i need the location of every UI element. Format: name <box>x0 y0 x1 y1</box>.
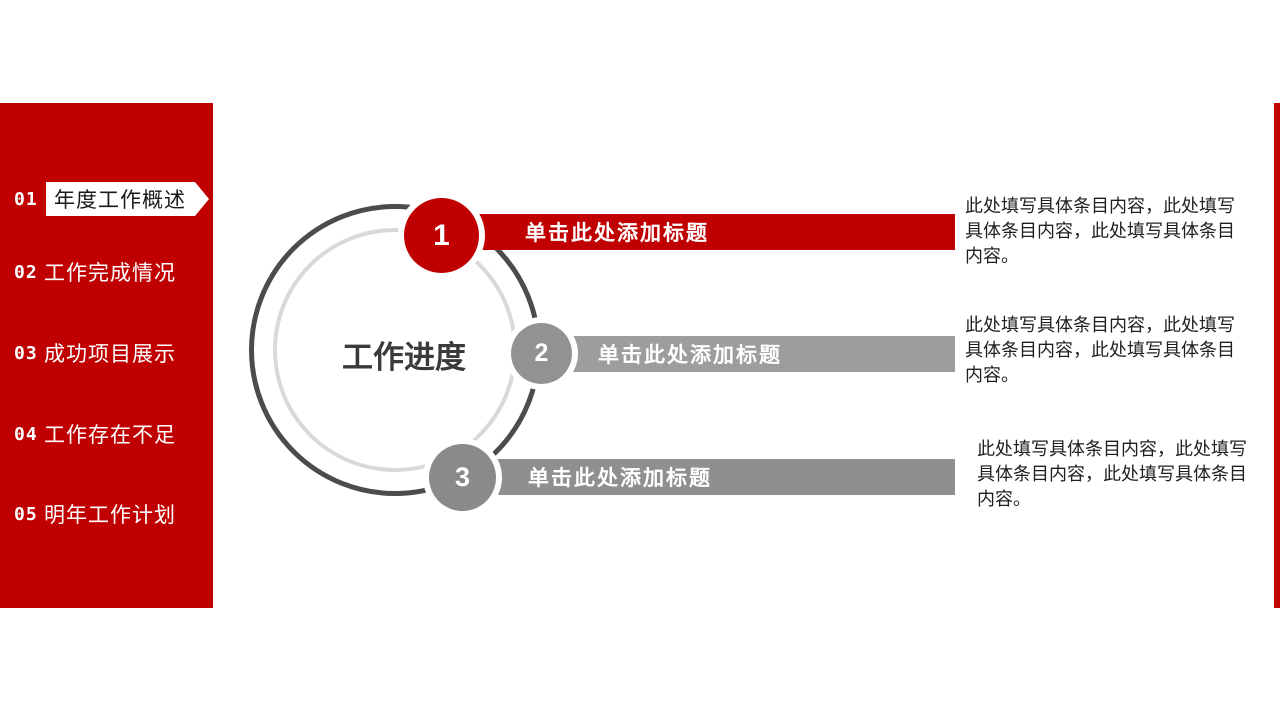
sidebar-item-label: 工作存在不足 <box>44 424 176 447</box>
step1-number: 1 <box>433 218 450 252</box>
sidebar-item-label: 成功项目展示 <box>44 343 176 366</box>
diagram-center-title: 工作进度 <box>342 340 466 375</box>
sidebar-item-number: 02 <box>14 261 38 283</box>
sidebar-item-number: 01 <box>14 188 38 210</box>
sidebar-item-shortcomings[interactable]: 04 工作存在不足 <box>0 414 213 454</box>
sidebar-item-number: 05 <box>14 503 38 525</box>
step1-number-circle: 1 <box>404 198 479 273</box>
sidebar-item-annual-overview[interactable]: 01 年度工作概述 <box>0 179 213 219</box>
sidebar-item-number: 04 <box>14 423 38 445</box>
step1-title: 单击此处添加标题 <box>525 222 709 245</box>
agenda-sidebar: 01 年度工作概述 02 工作完成情况 03 成功项目展示 04 工作存在不足 … <box>0 103 213 608</box>
step3-title: 单击此处添加标题 <box>528 467 712 490</box>
step3-number: 3 <box>454 462 471 492</box>
step2-title: 单击此处添加标题 <box>598 344 782 367</box>
step2-number-circle: 2 <box>511 323 572 384</box>
sidebar-item-label: 工作完成情况 <box>44 262 176 285</box>
sidebar-item-work-completion[interactable]: 02 工作完成情况 <box>0 252 213 292</box>
right-accent-strip <box>1274 103 1280 608</box>
sidebar-item-successful-projects[interactable]: 03 成功项目展示 <box>0 333 213 373</box>
step3-title-bar[interactable]: 单击此处添加标题 <box>463 459 955 495</box>
active-item-ribbon: 年度工作概述 <box>46 182 209 216</box>
step2-title-bar[interactable]: 单击此处添加标题 <box>541 336 955 372</box>
sidebar-item-label: 年度工作概述 <box>54 189 186 212</box>
step3-description: 此处填写具体条目内容，此处填写具体条目内容，此处填写具体条目内容。 <box>977 439 1247 509</box>
step2-number: 2 <box>534 339 549 367</box>
step3-number-circle: 3 <box>429 444 496 511</box>
sidebar-item-next-year-plan[interactable]: 05 明年工作计划 <box>0 494 213 534</box>
step2-description: 此处填写具体条目内容，此处填写具体条目内容，此处填写具体条目内容。 <box>965 315 1235 385</box>
step1-description: 此处填写具体条目内容，此处填写具体条目内容，此处填写具体条目内容。 <box>965 196 1235 266</box>
sidebar-item-number: 03 <box>14 342 38 364</box>
sidebar-item-label: 明年工作计划 <box>44 504 176 527</box>
step1-title-bar[interactable]: 单击此处添加标题 <box>441 214 955 250</box>
